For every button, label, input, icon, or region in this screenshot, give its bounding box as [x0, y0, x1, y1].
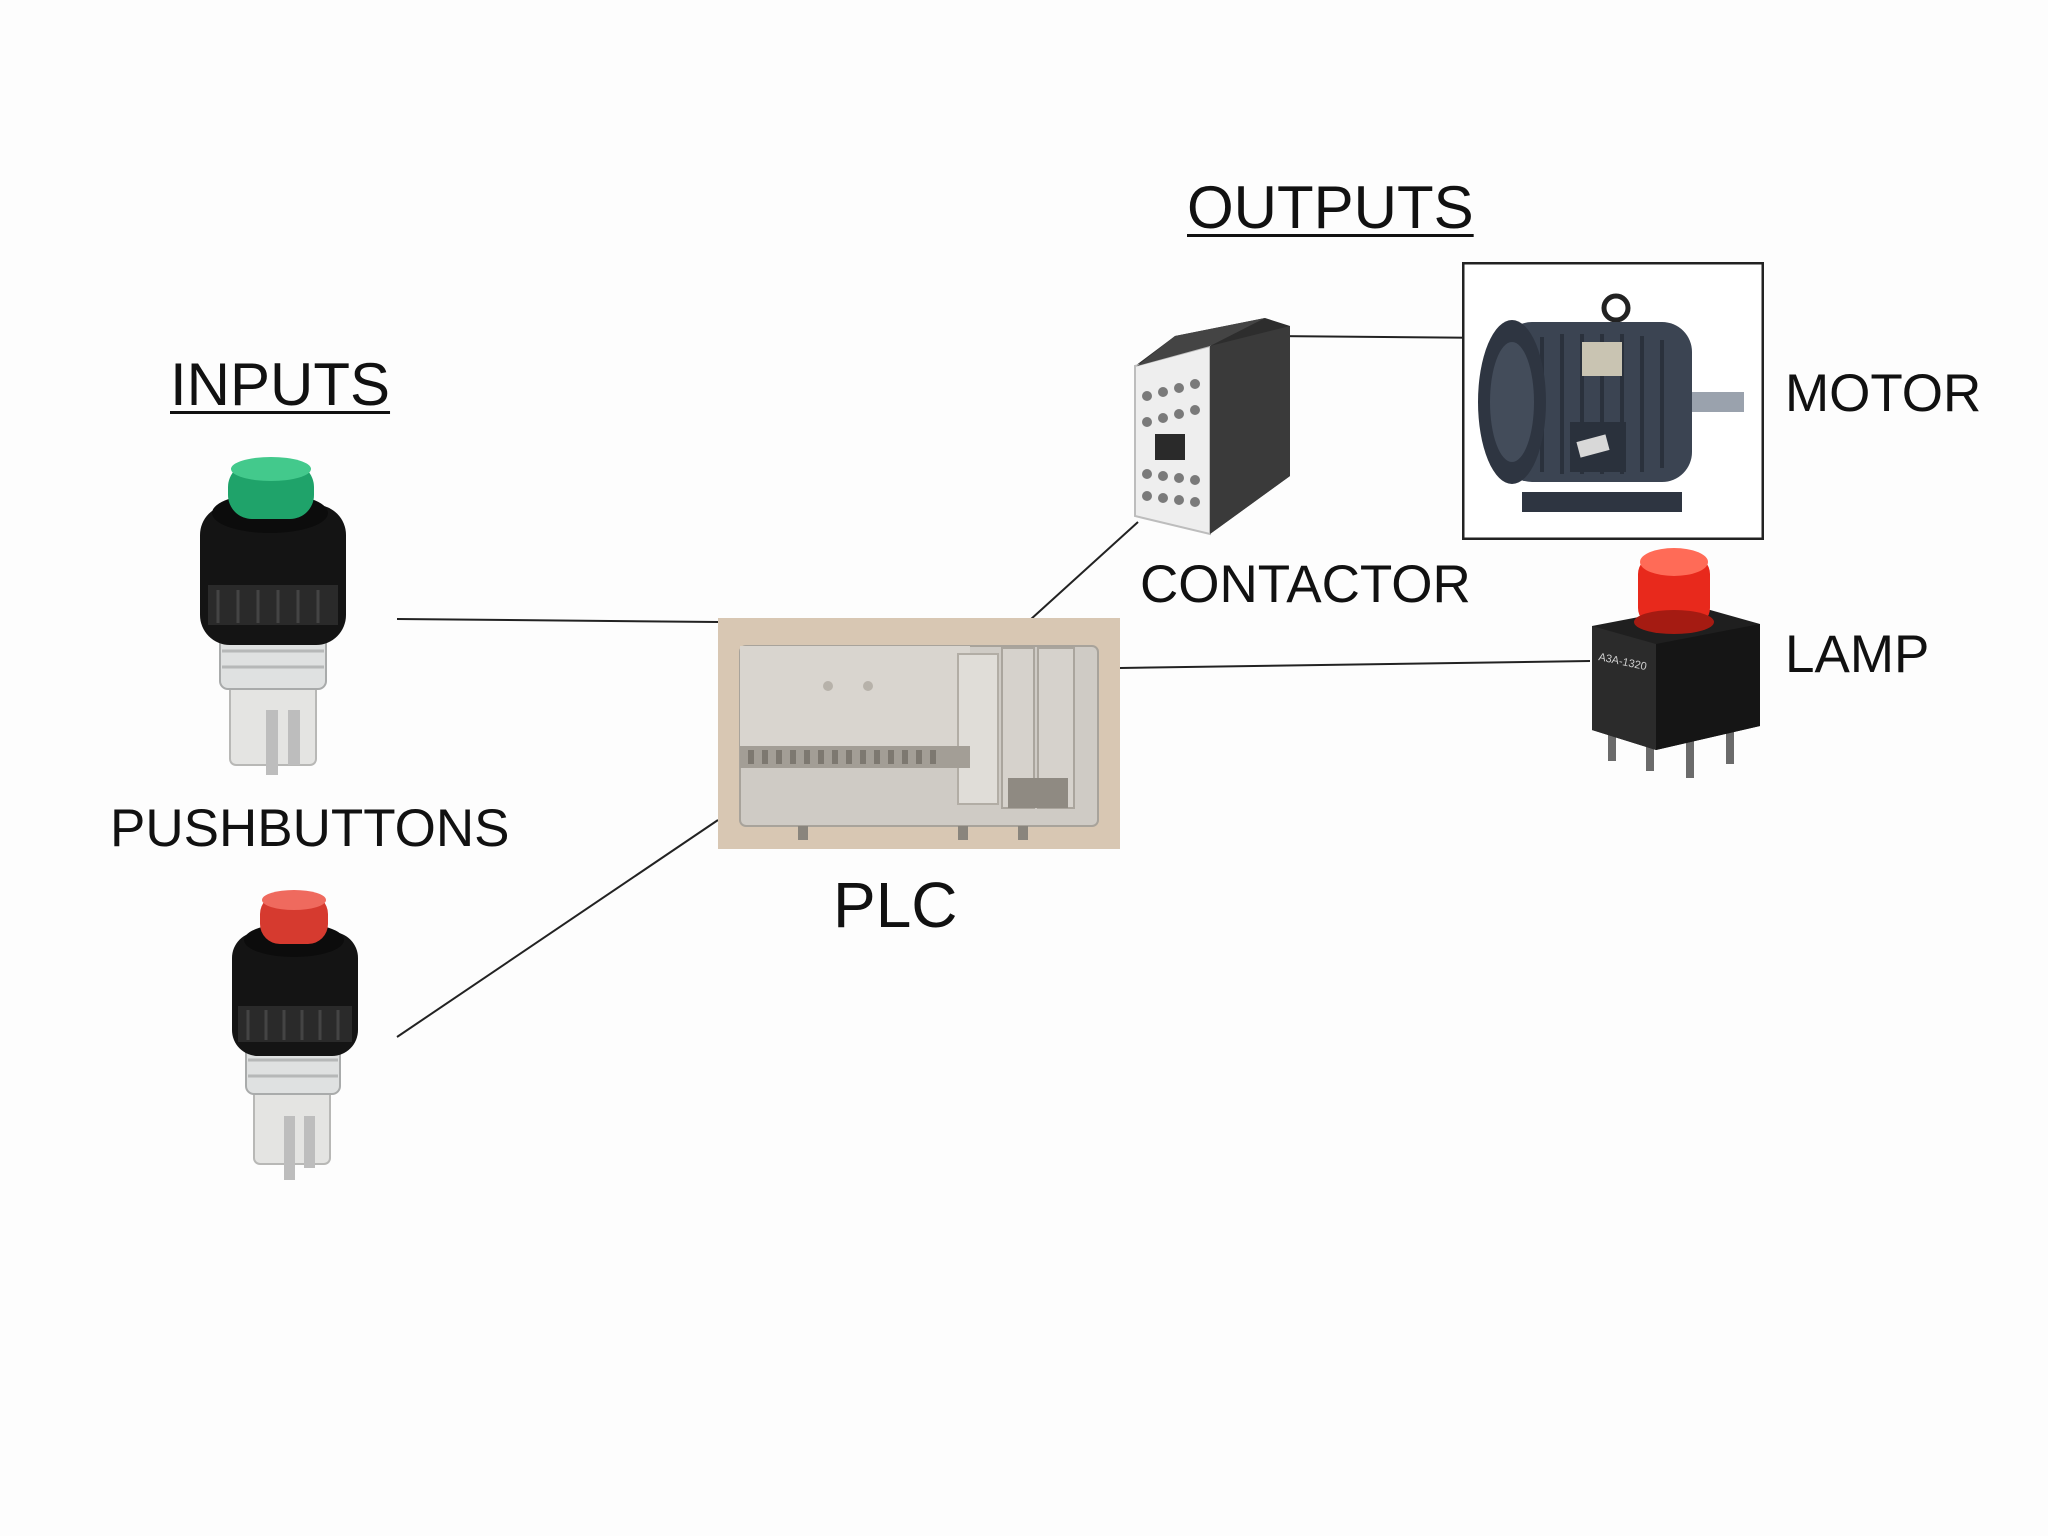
green-pushbutton-icon: [200, 457, 346, 775]
link-red-pushbutton-to-plc: [396, 819, 719, 1038]
contactor-icon: [1134, 318, 1290, 536]
link-green-pushbutton-to-plc: [396, 618, 719, 623]
outputs-heading: OUTPUTS: [1187, 174, 1474, 241]
plc-icon: [718, 618, 1120, 849]
lamp-icon: A3A-1320: [1592, 548, 1760, 778]
pushbuttons-label: PUSHBUTTONS: [110, 799, 510, 858]
motor-label: MOTOR: [1785, 364, 1982, 423]
contactor-label: CONTACTOR: [1140, 555, 1471, 614]
red-pushbutton-icon: [232, 890, 358, 1180]
motor-icon: [1462, 262, 1764, 540]
inputs-heading: INPUTS: [170, 351, 391, 418]
link-plc-to-contactor: [1029, 521, 1139, 621]
plc-label: PLC: [833, 869, 958, 941]
link-plc-to-lamp: [1119, 660, 1591, 669]
lamp-label: LAMP: [1785, 625, 1930, 684]
